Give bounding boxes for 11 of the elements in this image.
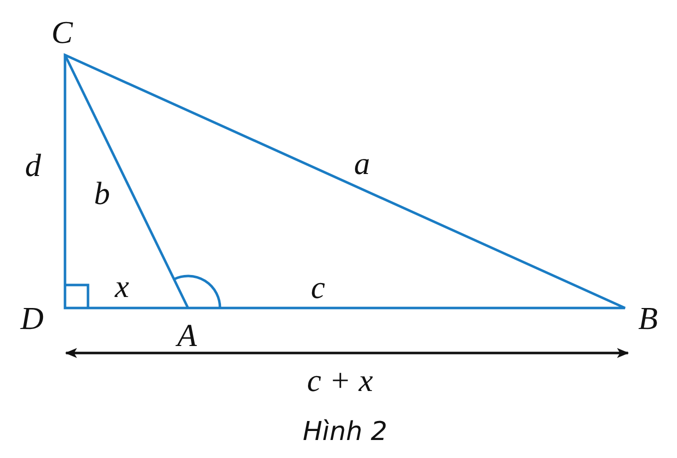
caption: Hình 2 bbox=[302, 419, 388, 445]
side-label: a bbox=[354, 147, 370, 179]
vertex-label: D bbox=[20, 302, 44, 334]
vertex-label: A bbox=[177, 319, 197, 351]
dimension-label: c + x bbox=[307, 364, 373, 396]
side-label: b bbox=[94, 177, 110, 209]
side-label: x bbox=[114, 270, 130, 302]
side-label: d bbox=[25, 149, 41, 181]
side-label: c bbox=[310, 271, 326, 303]
vertex-label: C bbox=[51, 16, 73, 48]
vertex-label: B bbox=[638, 302, 658, 334]
